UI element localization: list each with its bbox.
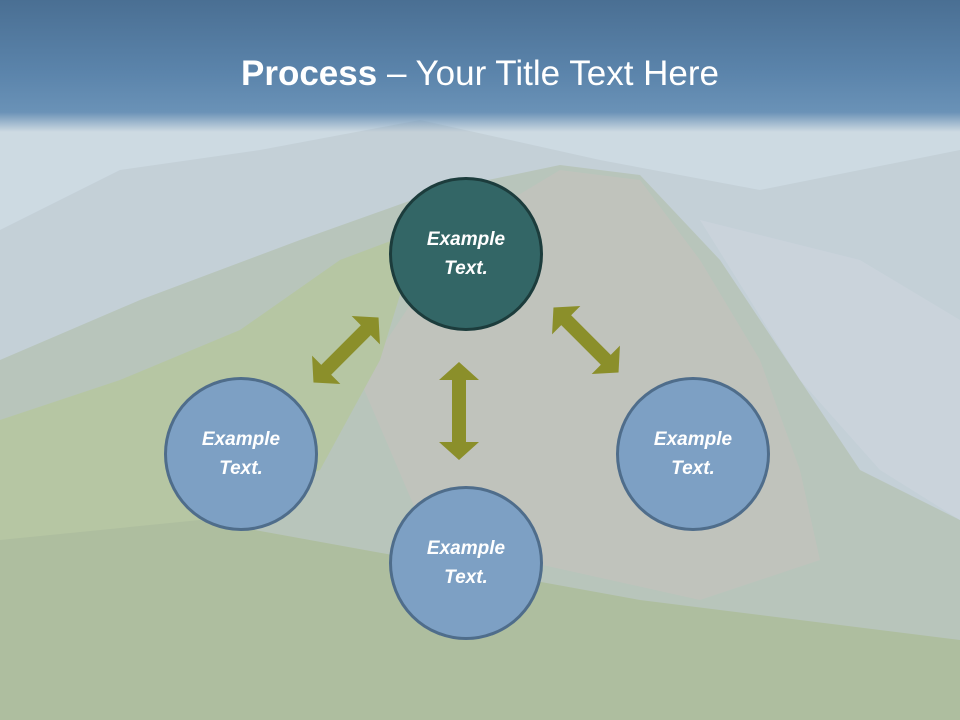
slide-title: Process – Your Title Text Here <box>0 52 960 96</box>
right-node-line1: Example <box>653 429 733 450</box>
title-bold-word: Process <box>241 54 378 93</box>
right-node-line2: Text. <box>671 458 715 479</box>
left-node-line2: Text. <box>219 458 263 479</box>
title-rest: Your Title Text Here <box>415 54 720 93</box>
arrow-center-bottom <box>439 362 479 460</box>
bottom-node: Example Text. <box>389 486 543 640</box>
center-node: Example Text. <box>389 177 543 331</box>
bottom-node-line1: Example <box>426 538 506 559</box>
left-node: Example Text. <box>164 377 318 531</box>
title-dash: – <box>377 54 416 93</box>
arrow-center-left <box>312 316 380 384</box>
bottom-node-line2: Text. <box>444 567 488 588</box>
center-node-line1: Example <box>426 229 506 250</box>
center-node-line2: Text. <box>444 258 488 279</box>
left-node-line1: Example <box>201 429 281 450</box>
title-bar <box>0 0 960 132</box>
arrow-center-right <box>552 306 620 374</box>
right-node: Example Text. <box>616 377 770 531</box>
